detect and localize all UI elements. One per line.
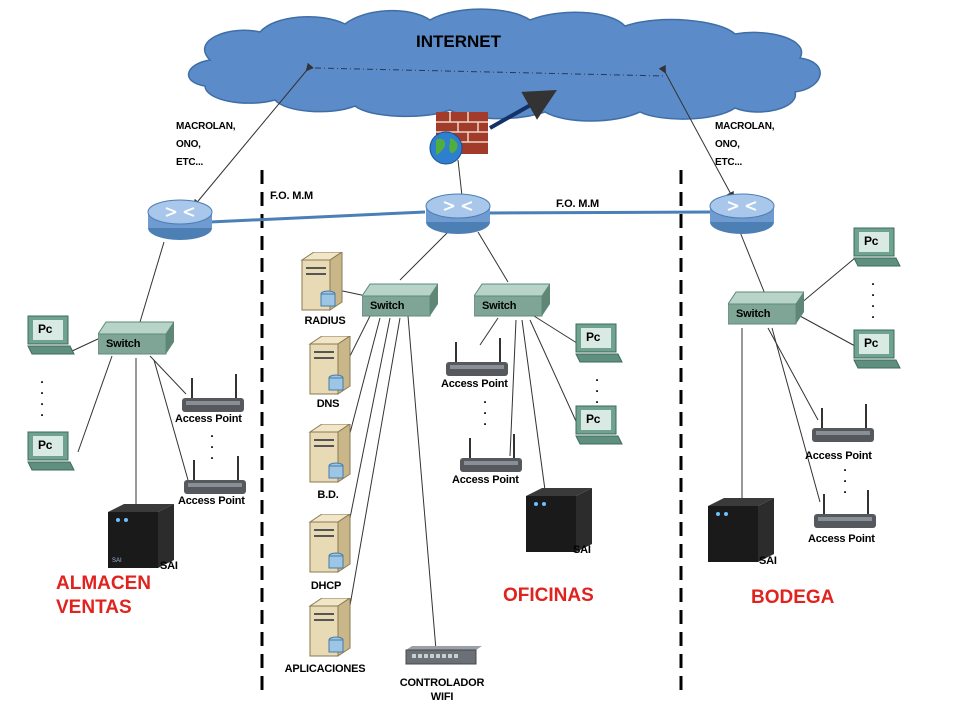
access-point-icon [446, 338, 508, 376]
globe-icon [429, 131, 463, 165]
wifi-controller-icon [405, 646, 482, 665]
access-point-label: Access Point [452, 474, 519, 486]
ellipsis: ... [843, 460, 847, 496]
ups-icon [708, 498, 774, 562]
router-icon [709, 193, 775, 234]
router-icon [425, 193, 491, 234]
internet-cloud [187, 8, 821, 122]
server-icon [306, 335, 352, 401]
isp-label-left: MACROLAN,ONO,ETC... [176, 121, 236, 168]
pc-icon: Pc [574, 404, 624, 450]
switch-icon: Switch [362, 282, 438, 318]
access-point-label: Access Point [805, 450, 872, 462]
pc-icon: Pc [574, 322, 624, 368]
ellipsis: ... [210, 426, 214, 462]
fomm-label-left: F.O. M.M [270, 190, 314, 202]
ellipsis: ... [595, 370, 599, 406]
isp-label-right: MACROLAN,ONO,ETC... [715, 121, 775, 168]
sai-label: SAI [573, 544, 591, 556]
zone-label-oficinas: OFICINAS [503, 585, 594, 606]
zone-label-almacen-ventas: ALMACEN VENTAS [56, 573, 151, 618]
internet-label: INTERNET [416, 32, 501, 51]
sai-label: SAI [160, 560, 178, 572]
switch-icon: Switch [98, 320, 174, 356]
access-point-label: Access Point [178, 495, 245, 507]
server-label-dns: DNS [316, 398, 340, 410]
router-icon [147, 199, 213, 240]
server-icon [298, 251, 344, 317]
zone-label-bodega: BODEGA [751, 587, 835, 608]
ellipsis: .... [871, 274, 875, 321]
server-icon [306, 513, 352, 579]
fomm-label-right: F.O. M.M [556, 198, 600, 210]
ups-icon [526, 488, 592, 552]
access-point-icon [182, 374, 244, 412]
switch-icon: Switch [728, 290, 804, 326]
svg-text:SAI: SAI [112, 558, 122, 564]
server-icon [306, 597, 352, 663]
access-point-icon [184, 456, 246, 494]
access-point-label: Access Point [175, 413, 242, 425]
backbone-link-right [489, 210, 713, 215]
server-label-dhcp: DHCP [310, 580, 342, 592]
switch-label: Switch [736, 308, 771, 320]
pc-icon: Pc [852, 328, 902, 374]
sai-label: SAI [759, 555, 777, 567]
switch-icon: Switch [474, 282, 550, 318]
pc-icon: Pc [26, 430, 76, 476]
access-point-icon [814, 490, 876, 528]
wifi-controller-label: CONTROLADOR WIFI [399, 677, 485, 703]
server-label-radius: RADIUS [304, 315, 346, 327]
access-point-label: Access Point [441, 378, 508, 390]
switch-label: Switch [106, 338, 141, 350]
ellipsis: .... [40, 372, 44, 419]
pc-icon: Pc [852, 226, 902, 272]
access-point-label: Access Point [808, 533, 875, 545]
switch-label: Switch [370, 300, 405, 312]
access-point-icon [812, 404, 874, 442]
switch-label: Switch [482, 300, 517, 312]
firewall-icon [429, 112, 488, 165]
ups-icon: SAI [108, 504, 174, 568]
server-label-aplicaciones: APLICACIONES [284, 663, 366, 675]
server-icon [306, 423, 352, 489]
ellipsis: ... [483, 392, 487, 428]
server-label-bd: B.D. [317, 489, 339, 501]
access-point-icon [460, 434, 522, 472]
pc-icon: Pc [26, 314, 76, 360]
backbone-link-left [209, 210, 426, 224]
